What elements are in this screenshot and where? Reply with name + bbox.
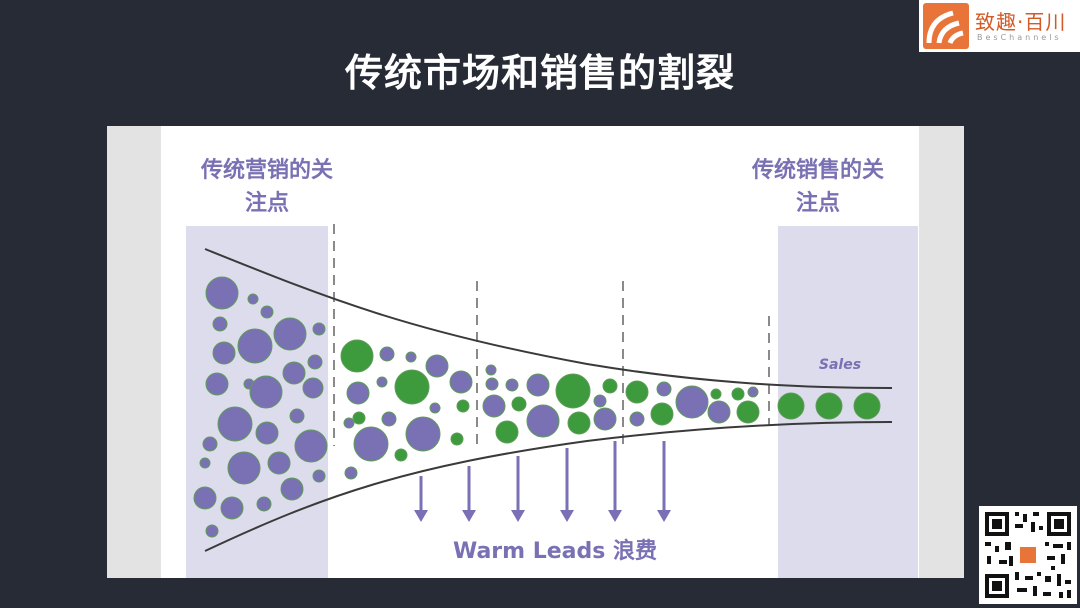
lead-purple [307, 354, 323, 370]
lead-purple [249, 375, 283, 409]
warm-leads-waste-label: Warm Leads 浪费 [453, 538, 657, 564]
logo-mark-icon [923, 3, 969, 49]
lead-purple [381, 411, 397, 427]
lead-green [511, 396, 527, 412]
lead-purple [205, 524, 219, 538]
lead-purple [747, 386, 759, 398]
lead-purple [255, 421, 279, 445]
logo-name-en: BesChannels [977, 33, 1062, 42]
lead-circles [193, 276, 881, 538]
brand-logo: 致趣·百川 BesChannels [919, 0, 1080, 52]
sales-heading-line2: 注点 [796, 190, 840, 216]
lead-purple [526, 404, 560, 438]
lead-green [602, 378, 618, 394]
lead-purple [212, 341, 236, 365]
lead-green [394, 369, 430, 405]
lead-purple [449, 370, 473, 394]
lead-purple [629, 411, 645, 427]
lead-purple [425, 354, 449, 378]
lead-purple [273, 317, 307, 351]
lead-purple [205, 276, 239, 310]
lead-purple [202, 436, 218, 452]
lead-purple [237, 328, 273, 364]
down-arrow-icon [414, 476, 428, 522]
funnel-panel: 传统营销的关 注点 传统销售的关 注点 [107, 126, 964, 578]
down-arrow-icon [462, 466, 476, 522]
lead-purple [344, 466, 358, 480]
lead-purple [247, 293, 259, 305]
lead-purple [593, 394, 607, 408]
lead-purple [217, 406, 253, 442]
down-arrow-icon [608, 441, 622, 522]
lead-purple [485, 364, 497, 376]
lead-purple [405, 351, 417, 363]
lead-purple [526, 373, 550, 397]
lead-purple [376, 376, 388, 388]
lead-purple [212, 316, 228, 332]
lead-purple [205, 372, 229, 396]
lead-green [352, 411, 366, 425]
slide-title: 传统市场和销售的割裂 [344, 51, 735, 95]
lead-purple [505, 378, 519, 392]
lead-green [625, 380, 649, 404]
lead-purple [227, 451, 261, 485]
lead-green [555, 373, 591, 409]
lead-purple [282, 361, 306, 385]
lead-purple [312, 469, 326, 483]
lead-purple [405, 416, 441, 452]
lead-purple [707, 400, 731, 424]
lead-green [853, 392, 881, 420]
stage-dividers [333, 224, 770, 446]
marketing-heading-line1: 传统营销的关 [200, 157, 333, 183]
lead-purple [353, 426, 389, 462]
lead-green [650, 402, 674, 426]
lead-purple [199, 457, 211, 469]
lead-purple [267, 451, 291, 475]
lead-purple [593, 407, 617, 431]
lead-purple [294, 429, 328, 463]
funnel-top-curve [204, 248, 893, 389]
logo-name-cn: 致趣·百川 [975, 10, 1067, 34]
down-arrow-icon [560, 448, 574, 522]
lead-purple [312, 322, 326, 336]
down-arrow-icon [511, 456, 525, 522]
lead-purple [485, 377, 499, 391]
down-arrow-icon [657, 441, 671, 522]
lead-purple [302, 377, 324, 399]
qr-code-icon [979, 506, 1077, 604]
lead-purple [256, 496, 272, 512]
lead-green [567, 411, 591, 435]
lead-green [456, 399, 470, 413]
marketing-heading-line2: 注点 [245, 190, 289, 216]
lead-green [731, 387, 745, 401]
lead-purple [280, 477, 304, 501]
lead-purple [220, 496, 244, 520]
lead-purple [193, 486, 217, 510]
lead-purple [429, 402, 441, 414]
waste-arrows [414, 441, 671, 522]
lead-green [340, 339, 374, 373]
lead-purple [343, 417, 355, 429]
lead-purple [656, 381, 672, 397]
lead-green [394, 448, 408, 462]
sales-heading-line1: 传统销售的关 [751, 157, 884, 183]
lead-purple [675, 385, 709, 419]
lead-green [777, 392, 805, 420]
lead-green [736, 400, 760, 424]
lead-green [815, 392, 843, 420]
lead-green [495, 420, 519, 444]
lead-green [710, 388, 722, 400]
lead-purple [379, 346, 395, 362]
lead-purple [346, 381, 370, 405]
funnel-diagram: 传统营销的关 注点 传统销售的关 注点 [186, 157, 918, 578]
lead-purple [482, 394, 506, 418]
qr-code-graphic [979, 506, 1077, 604]
lead-purple [260, 305, 274, 319]
lead-purple [289, 408, 305, 424]
funnel-bottom-curve [204, 421, 893, 552]
lead-green [450, 432, 464, 446]
sales-label: Sales [819, 357, 861, 373]
